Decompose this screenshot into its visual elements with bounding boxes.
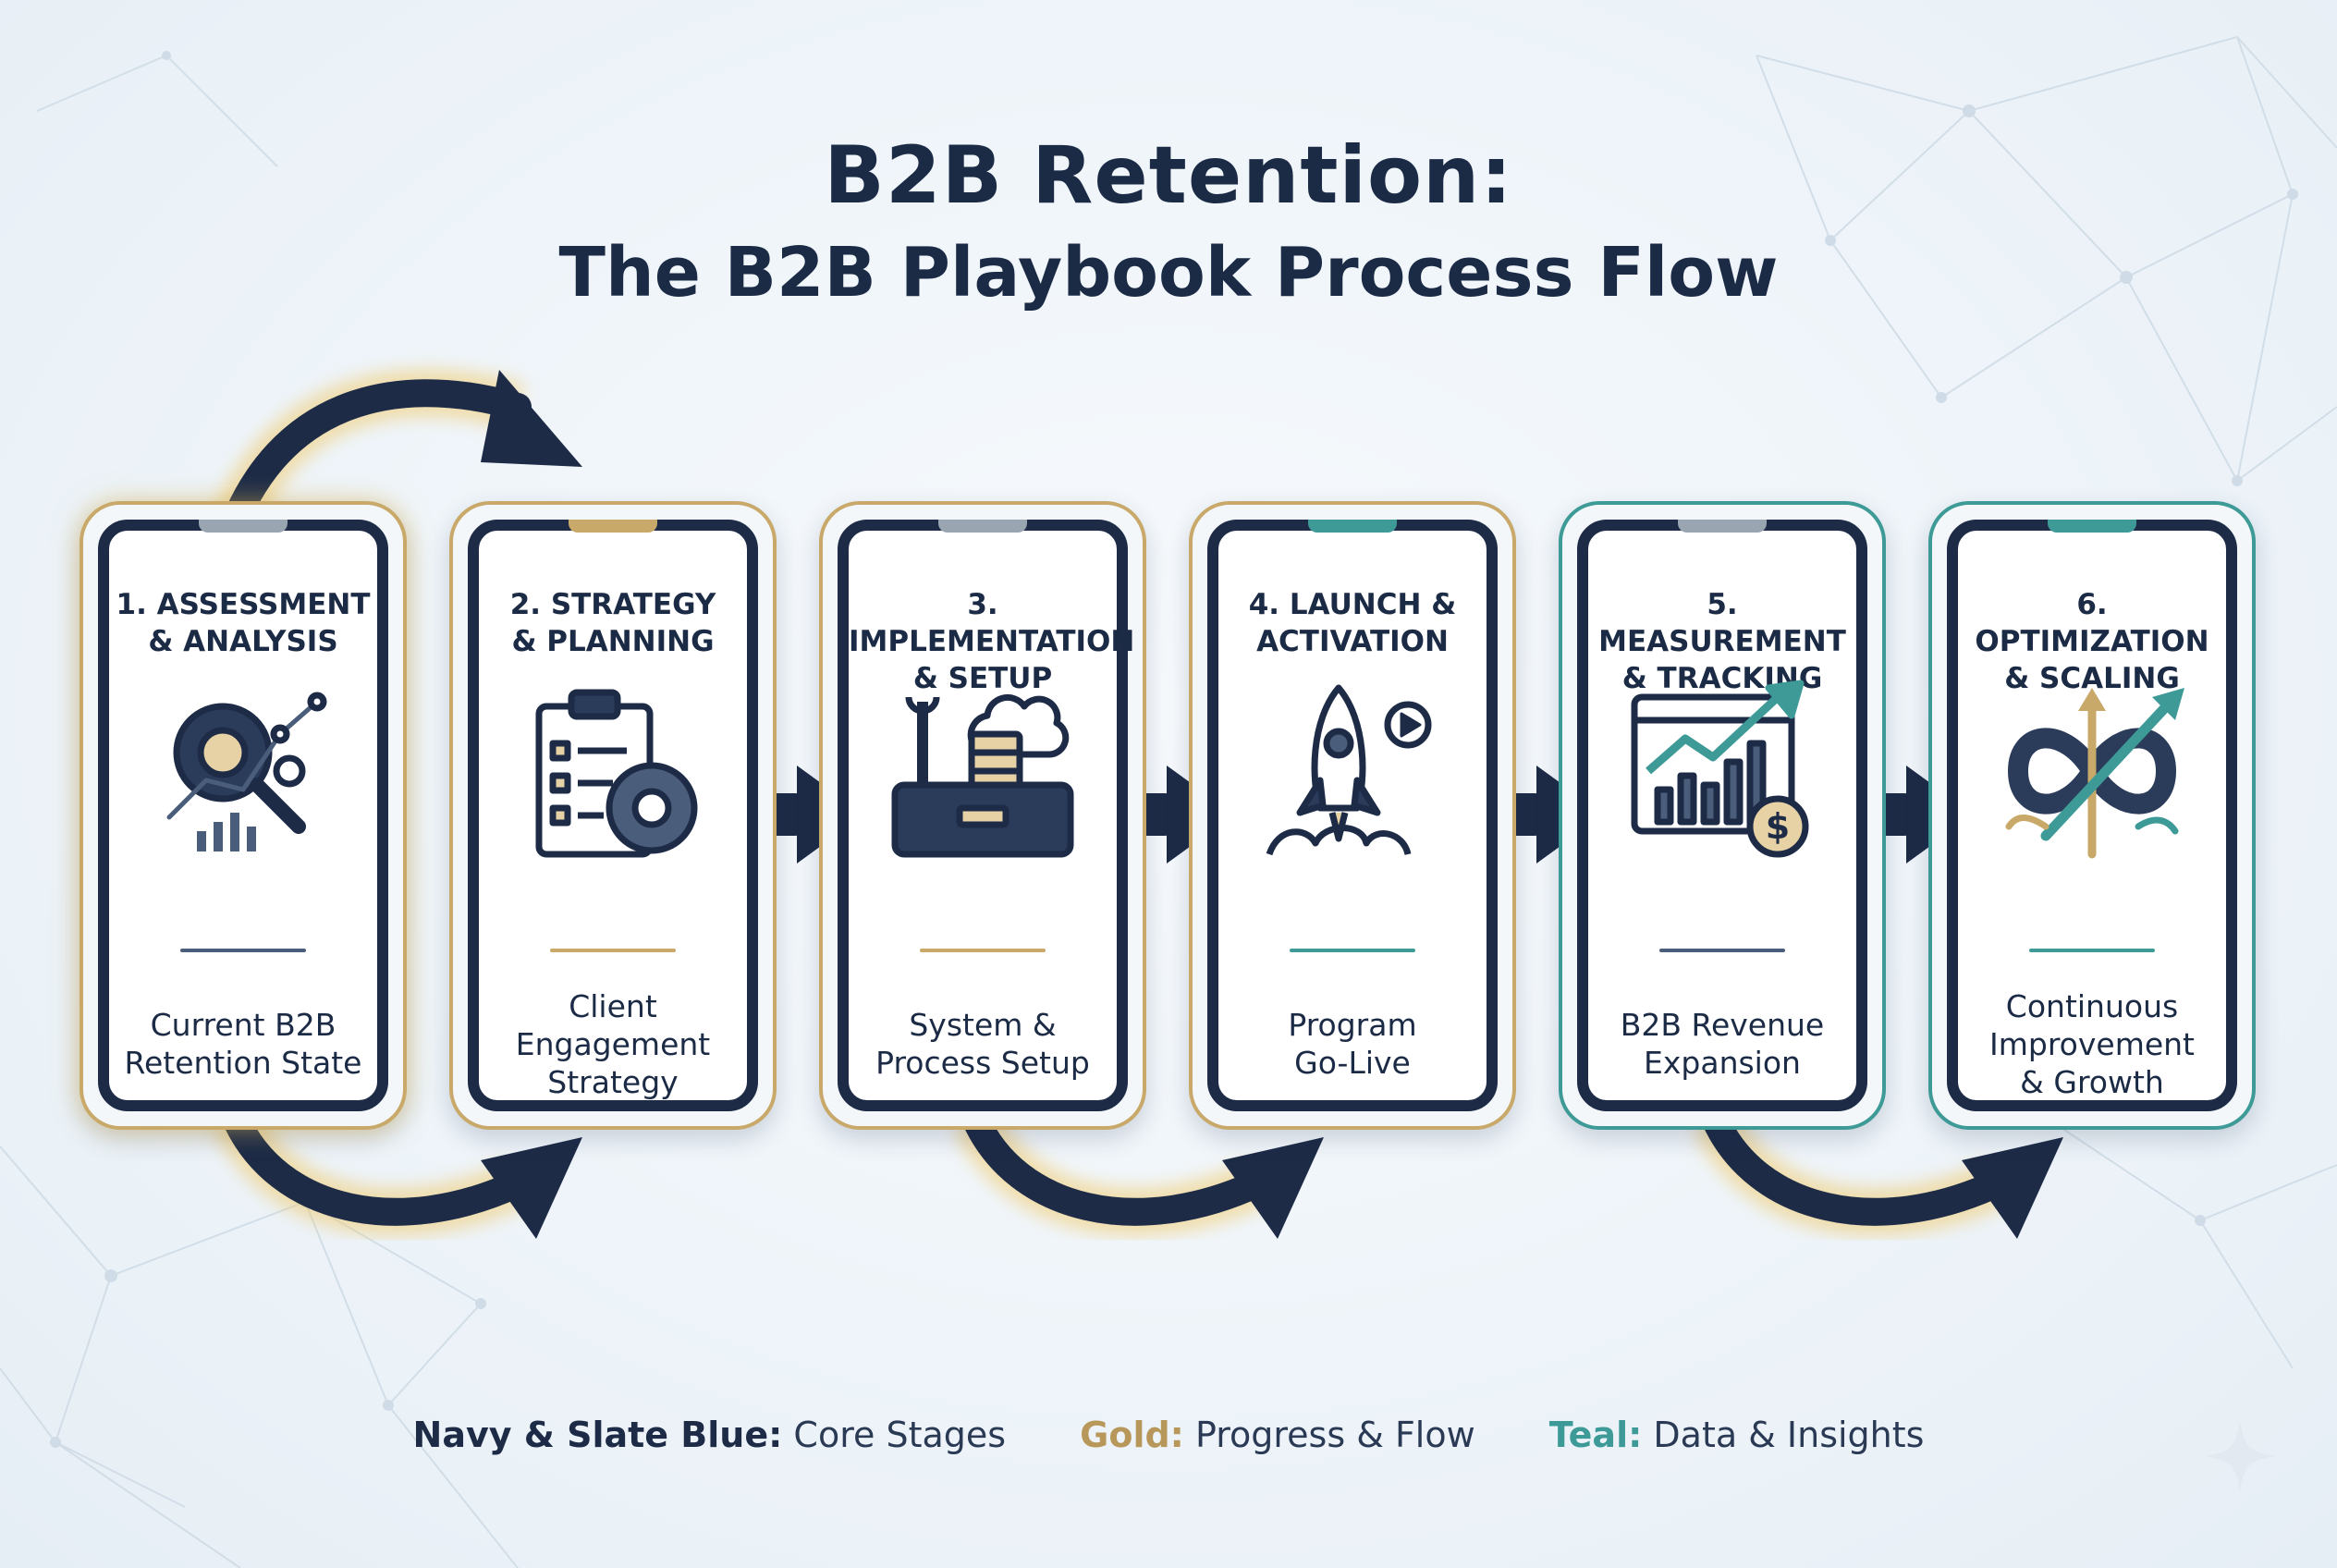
clipboard-checklist-gear-icon: [535, 689, 698, 858]
stage-title: 5. MEASUREMENT & TRACKING: [1598, 588, 1846, 695]
stage-title: 1. ASSESSMENT & ANALYSIS: [116, 588, 371, 658]
card-divider: [180, 949, 306, 952]
curved-arrow-top-1-2: [208, 369, 582, 545]
card-divider: [920, 949, 1046, 952]
curved-arrow-bottom-3-4: [953, 1105, 1324, 1239]
stage-card-screen: 3. IMPLEMENTATION & SETUP System &Proces…: [838, 520, 1135, 1111]
card-notch: [938, 520, 1027, 533]
page-title: B2B Retention:: [824, 129, 1513, 222]
stage-title: 2. STRATEGY & PLANNING: [509, 588, 716, 658]
card-notch: [1678, 520, 1767, 533]
stage-title: 6. OPTIMIZATION & SCALING: [1975, 588, 2209, 695]
card-divider: [2029, 949, 2155, 952]
stage-title: 4. LAUNCH & ACTIVATION: [1248, 588, 1457, 658]
curved-arrow-bottom-5-6: [1693, 1105, 2063, 1239]
dashboard-trend-dollar-icon: $: [1631, 680, 1809, 858]
legend-item-core-stages: Navy & Slate Blue: Core Stages: [412, 1415, 1007, 1455]
stage-description: System &Process Setup: [875, 1007, 1090, 1081]
gear-magnifier-chart-icon: [166, 692, 327, 851]
card-notch: [199, 520, 288, 533]
card-notch: [1308, 520, 1397, 533]
card-notch: [2048, 520, 2136, 533]
curved-arrow-bottom-1-2: [214, 1105, 582, 1239]
stage-title: 3. IMPLEMENTATION & SETUP: [849, 588, 1135, 695]
legend-item-data-insights: Teal: Data & Insights: [1548, 1415, 1925, 1455]
svg-text:$: $: [1766, 806, 1790, 847]
infinity-arrows-icon: [2005, 688, 2184, 859]
toolbox-cloud-server-icon: [891, 694, 1074, 858]
card-divider: [550, 949, 676, 952]
rocket-play-icon: [1266, 684, 1432, 856]
card-divider: [1290, 949, 1415, 952]
stage-card-3[interactable]: 3. IMPLEMENTATION & SETUP System &Proces…: [819, 501, 1146, 1130]
sparkle-icon: [2204, 1420, 2276, 1492]
card-notch: [569, 520, 657, 533]
legend-item-progress-flow: Gold: Progress & Flow: [1080, 1415, 1475, 1455]
page-subtitle: The B2B Playbook Process Flow: [558, 233, 1779, 312]
card-divider: [1659, 949, 1785, 952]
color-legend: Navy & Slate Blue: Core Stages Gold: Pro…: [0, 1415, 2337, 1455]
